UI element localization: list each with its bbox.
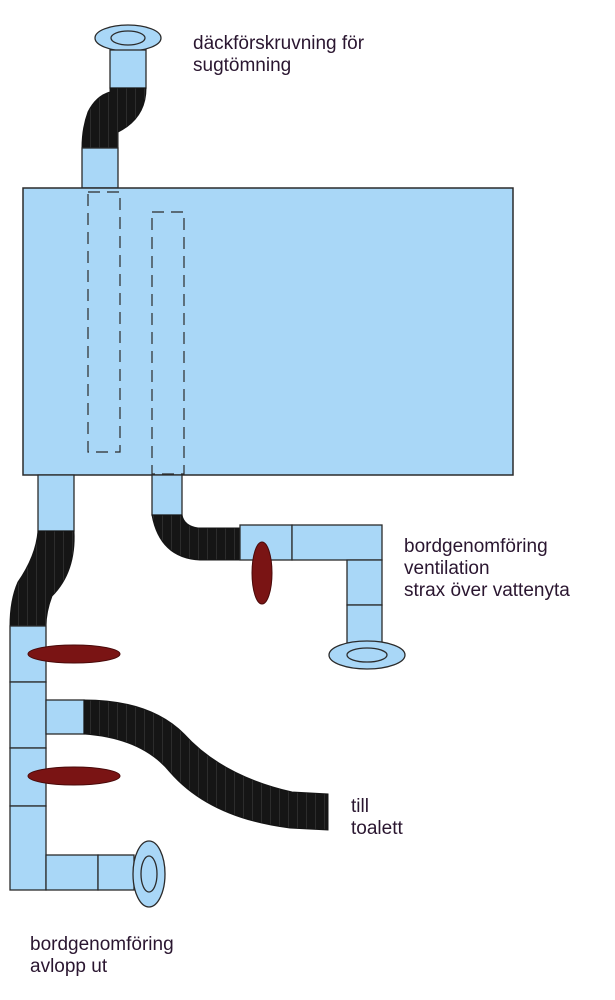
deck-fitting-label-line-1: däckförskruvning för xyxy=(193,33,365,54)
suction-tube-internal xyxy=(87,191,121,453)
vent-hose xyxy=(151,514,241,561)
vent-pipe-elbow-b xyxy=(291,524,383,561)
vent-tube-internal xyxy=(151,211,185,475)
outlet-fitting-label: bordgenomföring avlopp ut xyxy=(30,934,174,978)
holding-tank xyxy=(22,187,514,476)
vent-fitting-flange xyxy=(328,640,406,670)
outlet-fitting-label-line-2: avlopp ut xyxy=(30,956,108,977)
outlet-fitting-label-line-1: bordgenomföring xyxy=(30,934,174,955)
outlet-hull-passage-upper xyxy=(27,644,121,664)
deck-fitting-pipe-top xyxy=(109,49,147,89)
deck-fitting-label: däckförskruvning för sugtömning xyxy=(193,33,364,77)
deck-fitting-flange xyxy=(94,24,162,52)
outlet-pipe-seg-2 xyxy=(9,681,47,749)
toilet-label-line-1: till xyxy=(351,796,369,817)
toilet-label: till toalett xyxy=(351,796,403,840)
vent-fitting-label-line-1: bordgenomföring xyxy=(404,536,548,557)
vent-fitting-label-line-2: ventilation xyxy=(404,558,490,579)
vent-fitting-label-line-3: strax över vattenyta xyxy=(404,580,570,601)
toilet-branch-stub xyxy=(45,699,85,735)
vent-pipe-stub xyxy=(151,474,183,516)
deck-fitting-pipe-bottom xyxy=(81,147,119,189)
outlet-fitting-flange xyxy=(132,840,166,908)
outlet-pipe-stub xyxy=(37,474,75,532)
vent-pipe-down xyxy=(346,559,383,606)
vent-hull-passage xyxy=(251,541,273,605)
vent-pipe-neck xyxy=(346,604,383,644)
outlet-pipe-end xyxy=(97,854,135,891)
outlet-pipe-seg-4 xyxy=(9,805,47,891)
toilet-hose xyxy=(83,699,329,831)
deck-hose xyxy=(81,87,147,149)
toilet-label-line-2: toalett xyxy=(351,818,403,839)
vent-fitting-label: bordgenomföring ventilation strax över v… xyxy=(404,536,570,602)
outlet-hose xyxy=(9,530,75,627)
outlet-pipe-horizontal xyxy=(45,854,99,891)
outlet-hull-passage-lower xyxy=(27,766,121,786)
deck-fitting-label-line-2: sugtömning xyxy=(193,55,292,76)
